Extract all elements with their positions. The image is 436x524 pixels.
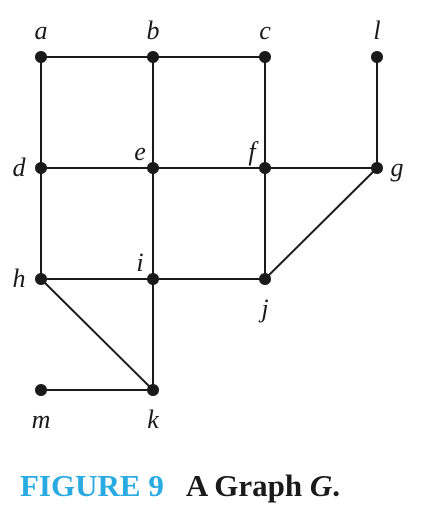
graph-diagram: a b c l d e f g h i j m k <box>13 16 404 434</box>
caption-period: . <box>332 468 340 503</box>
vertex-m <box>35 384 47 396</box>
vertex-k <box>147 384 159 396</box>
vertex-label-c: c <box>259 16 271 45</box>
vertex-c <box>259 51 271 63</box>
vertex-label-i: i <box>136 248 143 277</box>
vertex-label-b: b <box>147 16 160 45</box>
vertex-l <box>371 51 383 63</box>
vertex-d <box>35 162 47 174</box>
vertex-label-h: h <box>13 264 26 293</box>
vertex-a <box>35 51 47 63</box>
vertex-g <box>371 162 383 174</box>
vertex-label-g: g <box>391 153 404 182</box>
vertex-label-j: j <box>258 294 268 323</box>
vertex-label-d: d <box>13 153 27 182</box>
vertex-label-l: l <box>373 16 380 45</box>
vertex-label-e: e <box>134 137 146 166</box>
vertex-h <box>35 273 47 285</box>
edge-g-j <box>264 167 378 280</box>
vertex-f <box>259 162 271 174</box>
figure-label: FIGURE 9 <box>20 468 164 503</box>
vertex-i <box>147 273 159 285</box>
caption-title: A Graph <box>185 468 310 503</box>
vertex-label-m: m <box>32 405 51 434</box>
figure-caption: FIGURE 9 A Graph G. <box>20 468 340 504</box>
vertex-label-k: k <box>147 405 159 434</box>
vertex-label-f: f <box>248 137 259 166</box>
vertex-label-a: a <box>35 16 48 45</box>
vertex-e <box>147 162 159 174</box>
caption-graph-name: G <box>309 468 333 503</box>
edge-h-k <box>40 278 154 391</box>
vertex-b <box>147 51 159 63</box>
vertex-j <box>259 273 271 285</box>
